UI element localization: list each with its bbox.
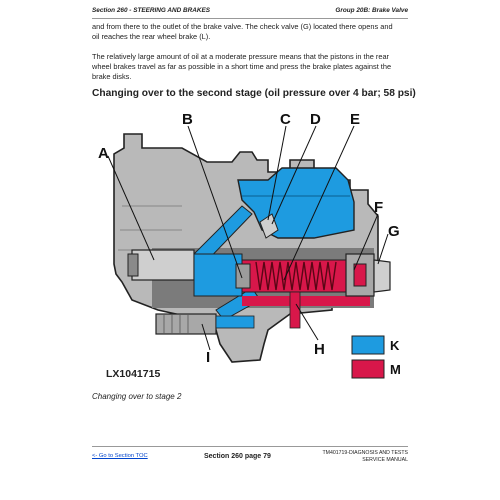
- paragraph-line: The relatively large amount of oil at a …: [92, 52, 390, 61]
- paragraph-line: oil reaches the rear wheel brake (L).: [92, 32, 211, 41]
- callout-e: E: [350, 111, 360, 128]
- callout-f: F: [374, 199, 383, 216]
- valve-spring: [255, 261, 337, 291]
- figure-caption: Changing over to stage 2: [92, 392, 182, 401]
- outlet-fitting: [373, 259, 391, 293]
- low-pressure-chamber: [193, 253, 243, 297]
- callout-c: C: [280, 111, 291, 128]
- manual-title: TM401719-DIAGNOSIS AND TESTS SERVICE MAN…: [322, 450, 408, 464]
- piston-end: [127, 253, 139, 277]
- paragraph-line: and from there to the outlet of the brak…: [92, 22, 393, 31]
- group-title: Group 20B: Brake Valve: [335, 7, 408, 14]
- check-valve-ball: [353, 263, 367, 287]
- manual-title-line: SERVICE MANUAL: [362, 457, 408, 463]
- manual-title-line: TM401719-DIAGNOSIS AND TESTS: [322, 450, 408, 456]
- page-footer: <- Go to Section TOC Section 260 page 79…: [92, 446, 408, 471]
- page-number: Section 260 page 79: [204, 453, 271, 460]
- callout-d: D: [310, 111, 321, 128]
- callout-a: A: [98, 145, 109, 162]
- fitting-threads: [163, 314, 189, 334]
- outlet-passage: [242, 296, 370, 306]
- legend-swatch-k: [351, 335, 385, 355]
- legend-label-m: M: [390, 362, 401, 377]
- callout-i: I: [206, 349, 210, 366]
- paragraph-line: wheel brakes travel as far as possible i…: [92, 62, 392, 71]
- callout-h: H: [314, 341, 325, 358]
- callout-leaders: [107, 125, 389, 351]
- inlet-fitting: [155, 313, 217, 335]
- section-heading: Changing over to the second stage (oil p…: [92, 88, 416, 99]
- legend-swatch-m: [351, 359, 385, 379]
- callout-g: G: [388, 223, 400, 240]
- figure-id: LX1041715: [106, 368, 161, 380]
- paragraph-line: brake disks.: [92, 72, 132, 81]
- legend-label-k: K: [390, 338, 400, 353]
- paragraph-brake-pistons: The relatively large amount of oil at a …: [92, 52, 410, 82]
- passage-to-outlet: [289, 291, 301, 329]
- paragraph-check-valve: and from there to the outlet of the brak…: [92, 22, 410, 42]
- control-piston: [131, 249, 195, 281]
- section-title: Section 260 - STEERING AND BRAKES: [92, 7, 211, 14]
- brake-valve-diagram: A B C D E F G H I K M: [98, 111, 401, 379]
- section-toc-link[interactable]: <- Go to Section TOC: [92, 453, 148, 459]
- inlet-passage: [215, 315, 255, 329]
- callout-b: B: [182, 111, 193, 128]
- page-header: Section 260 - STEERING AND BRAKES Group …: [92, 4, 408, 19]
